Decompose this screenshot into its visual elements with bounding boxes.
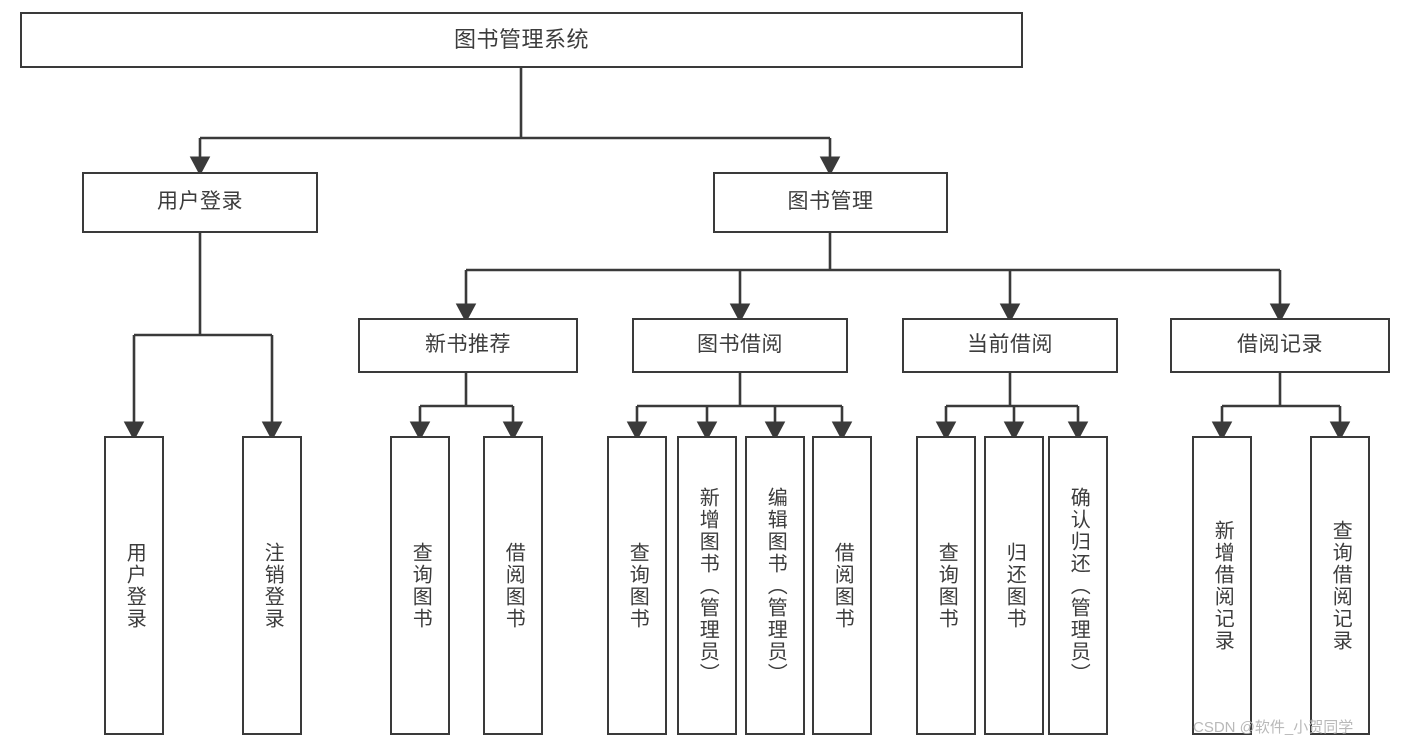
node-leaf-user-login-label: 用户登录 (123, 541, 146, 630)
node-leaf-add-borrow-record[interactable]: 新增借阅记录 (1192, 436, 1252, 735)
node-leaf-query-book-3[interactable]: 查询图书 (916, 436, 976, 735)
node-user-login-label: 用户登录 (157, 190, 243, 214)
node-leaf-confirm-return[interactable]: 确认归还（管理员） (1048, 436, 1108, 735)
node-leaf-user-logout[interactable]: 注销登录 (242, 436, 302, 735)
node-current-borrow-label: 当前借阅 (967, 333, 1053, 357)
node-leaf-add-book-label: 新增图书（管理员） (696, 486, 719, 685)
node-leaf-query-book-2-label: 查询图书 (626, 541, 649, 630)
node-leaf-query-borrow-record-label: 查询借阅记录 (1329, 519, 1352, 652)
node-new-book-recommend[interactable]: 新书推荐 (358, 318, 578, 373)
node-user-login[interactable]: 用户登录 (82, 172, 318, 233)
node-book-manage[interactable]: 图书管理 (713, 172, 948, 233)
node-leaf-return-book-label: 归还图书 (1003, 541, 1026, 630)
node-leaf-borrow-book-1[interactable]: 借阅图书 (483, 436, 543, 735)
node-leaf-edit-book-label: 编辑图书（管理员） (764, 486, 787, 685)
node-new-book-recommend-label: 新书推荐 (425, 333, 511, 357)
node-leaf-add-book[interactable]: 新增图书（管理员） (677, 436, 737, 735)
node-root-label: 图书管理系统 (453, 27, 589, 53)
node-borrow-record-label: 借阅记录 (1237, 333, 1323, 357)
node-leaf-query-borrow-record[interactable]: 查询借阅记录 (1310, 436, 1370, 735)
watermark-text: CSDN @软件_小贺同学 (1193, 719, 1354, 736)
node-leaf-borrow-book-2[interactable]: 借阅图书 (812, 436, 872, 735)
node-current-borrow[interactable]: 当前借阅 (902, 318, 1118, 373)
node-leaf-return-book[interactable]: 归还图书 (984, 436, 1044, 735)
node-leaf-query-book-1-label: 查询图书 (409, 541, 432, 630)
node-root[interactable]: 图书管理系统 (20, 12, 1023, 68)
node-leaf-borrow-book-2-label: 借阅图书 (831, 541, 854, 630)
node-book-borrow[interactable]: 图书借阅 (632, 318, 848, 373)
node-book-manage-label: 图书管理 (787, 190, 874, 214)
node-leaf-borrow-book-1-label: 借阅图书 (502, 541, 525, 630)
node-leaf-add-borrow-record-label: 新增借阅记录 (1211, 519, 1234, 652)
node-leaf-user-logout-label: 注销登录 (261, 541, 284, 630)
node-leaf-query-book-2[interactable]: 查询图书 (607, 436, 667, 735)
node-leaf-confirm-return-label: 确认归还（管理员） (1067, 486, 1090, 685)
node-leaf-query-book-3-label: 查询图书 (935, 541, 958, 630)
node-leaf-user-login[interactable]: 用户登录 (104, 436, 164, 735)
node-leaf-edit-book[interactable]: 编辑图书（管理员） (745, 436, 805, 735)
node-borrow-record[interactable]: 借阅记录 (1170, 318, 1390, 373)
node-leaf-query-book-1[interactable]: 查询图书 (390, 436, 450, 735)
node-book-borrow-label: 图书借阅 (697, 333, 783, 357)
